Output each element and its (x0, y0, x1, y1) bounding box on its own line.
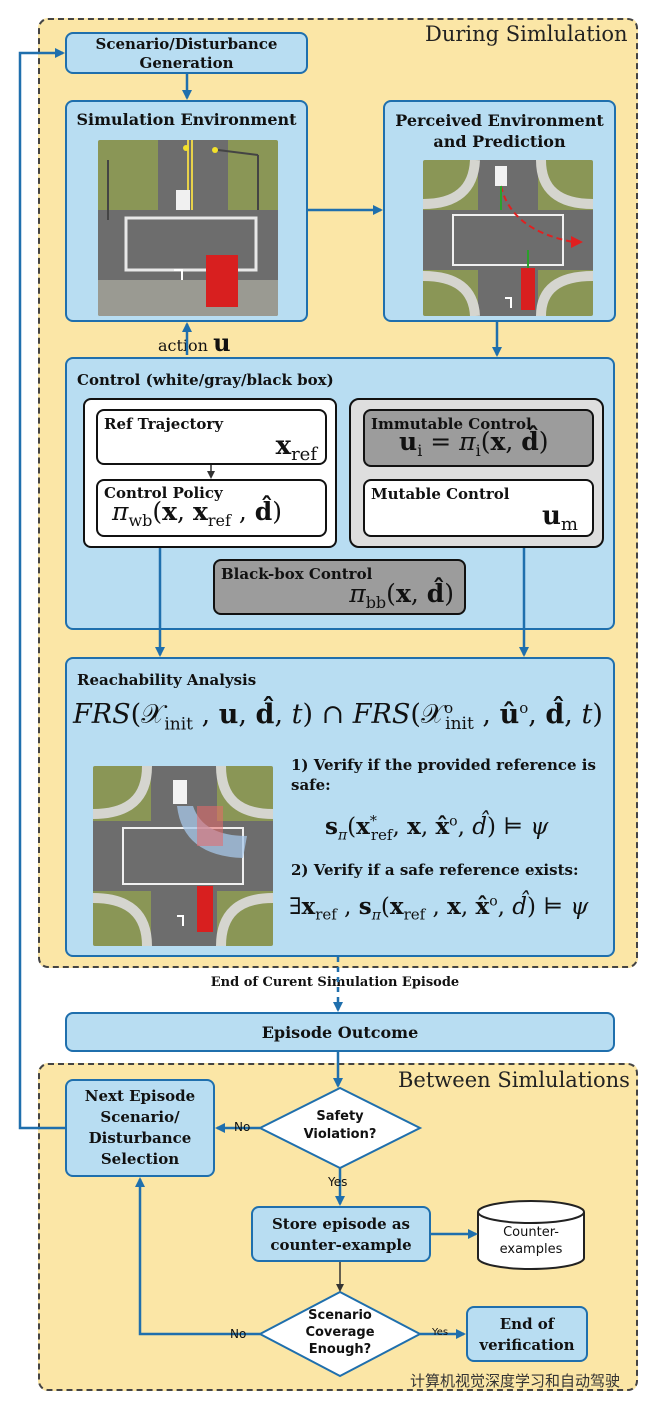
blackbox-control-math: πbb(x, d̂) (349, 579, 454, 612)
safety-violation-label: Safety Violation? (303, 1109, 377, 1142)
store-episode-box: Store episode as counter-example (251, 1206, 431, 1262)
verify1-text: 1) Verify if the provided reference is s… (291, 756, 596, 794)
ref-trajectory-math: xref (275, 431, 317, 466)
verify2-math: ∃xref , sπ(xref , x, x̂o, d̂) ⊨ ψ (289, 893, 589, 924)
immutable-control-box: Immutable Control ui = πi(x, d̂) (363, 409, 594, 467)
episode-outcome-label: Episode Outcome (261, 1023, 419, 1042)
immutable-control-label: Immutable Control (371, 415, 532, 433)
perceived-environment-label: Perceived Environment and Prediction (395, 111, 604, 151)
between-simulations-title: Between Simlulations (398, 1068, 630, 1092)
perceived-environment-box: Perceived Environment and Prediction (383, 100, 616, 322)
perceived-scene-image (423, 160, 593, 316)
immutable-control-math: ui = πi(x, d̂) (399, 427, 549, 460)
coverage-label: Scenario Coverage Enough? (305, 1308, 375, 1357)
arrow-coverage-no (135, 1177, 260, 1336)
next-episode-label: Next Episode Scenario/ Disturbance Selec… (84, 1087, 196, 1168)
simulation-environment-label: Simulation Environment (76, 110, 297, 129)
ref-trajectory-label: Ref Trajectory (104, 415, 224, 433)
end-verification-label: End of verification (479, 1315, 575, 1354)
no-label-coverage: No (230, 1327, 247, 1341)
during-simulation-title: During Simlulation (425, 22, 628, 46)
reachability-scene-image (93, 766, 273, 946)
simulation-environment-box: Simulation Environment (65, 100, 308, 322)
ref-trajectory-box: Ref Trajectory xref (96, 409, 327, 465)
next-episode-box: Next Episode Scenario/ Disturbance Selec… (65, 1079, 215, 1177)
scenario-generation-box: Scenario/Disturbance Generation (65, 32, 308, 74)
control-policy-box: Control Policy πwb(x, xref , d̂) (96, 479, 327, 537)
action-u: u (213, 328, 231, 357)
simulation-scene-image (98, 140, 278, 316)
store-episode-label: Store episode as counter-example (270, 1215, 412, 1254)
blackbox-control-box: Black-box Control πbb(x, d̂) (213, 559, 466, 615)
watermark: 计算机视觉深度学习和自动驾驶 (410, 1372, 621, 1390)
arrow-next-to-gen (18, 48, 65, 1130)
control-policy-label: Control Policy (104, 484, 223, 502)
frs-equation: FRS(𝒳init , u, d̂, t) ∩ FRS(𝒳oinit , ûo,… (73, 699, 603, 735)
mutable-control-label: Mutable Control (371, 485, 510, 503)
end-verification-box: End of verification (466, 1306, 588, 1362)
end-episode-label: End of Curent Simulation Episode (210, 975, 460, 990)
scenario-generation-label: Scenario/Disturbance Generation (95, 35, 278, 72)
action-text: action (158, 336, 208, 355)
coverage-diamond (257, 1290, 423, 1378)
action-label: action u (158, 328, 231, 357)
counter-examples-label: Counter- examples (499, 1225, 563, 1257)
blackbox-control-label: Black-box Control (221, 565, 373, 583)
verify1-math: sπ(x*ref, x, x̂o, d̂) ⊨ ψ (325, 813, 549, 844)
counter-examples-cylinder (477, 1200, 585, 1270)
reachability-box: Reachability Analysis FRS(𝒳init , u, d̂,… (65, 657, 615, 957)
episode-outcome-box: Episode Outcome (65, 1012, 615, 1052)
control-policy-math: πwb(x, xref , d̂) (112, 497, 282, 530)
mutable-control-math: um (542, 501, 578, 536)
reachability-title: Reachability Analysis (77, 671, 257, 689)
yes-label-coverage: Yes (432, 1327, 449, 1338)
control-title: Control (white/gray/black box) (77, 371, 334, 389)
yes-label-safety: Yes (328, 1175, 348, 1189)
verify2-text: 2) Verify if a safe reference exists: (291, 861, 579, 879)
mutable-control-box: Mutable Control um (363, 479, 594, 537)
no-label-safety: No (234, 1120, 251, 1134)
